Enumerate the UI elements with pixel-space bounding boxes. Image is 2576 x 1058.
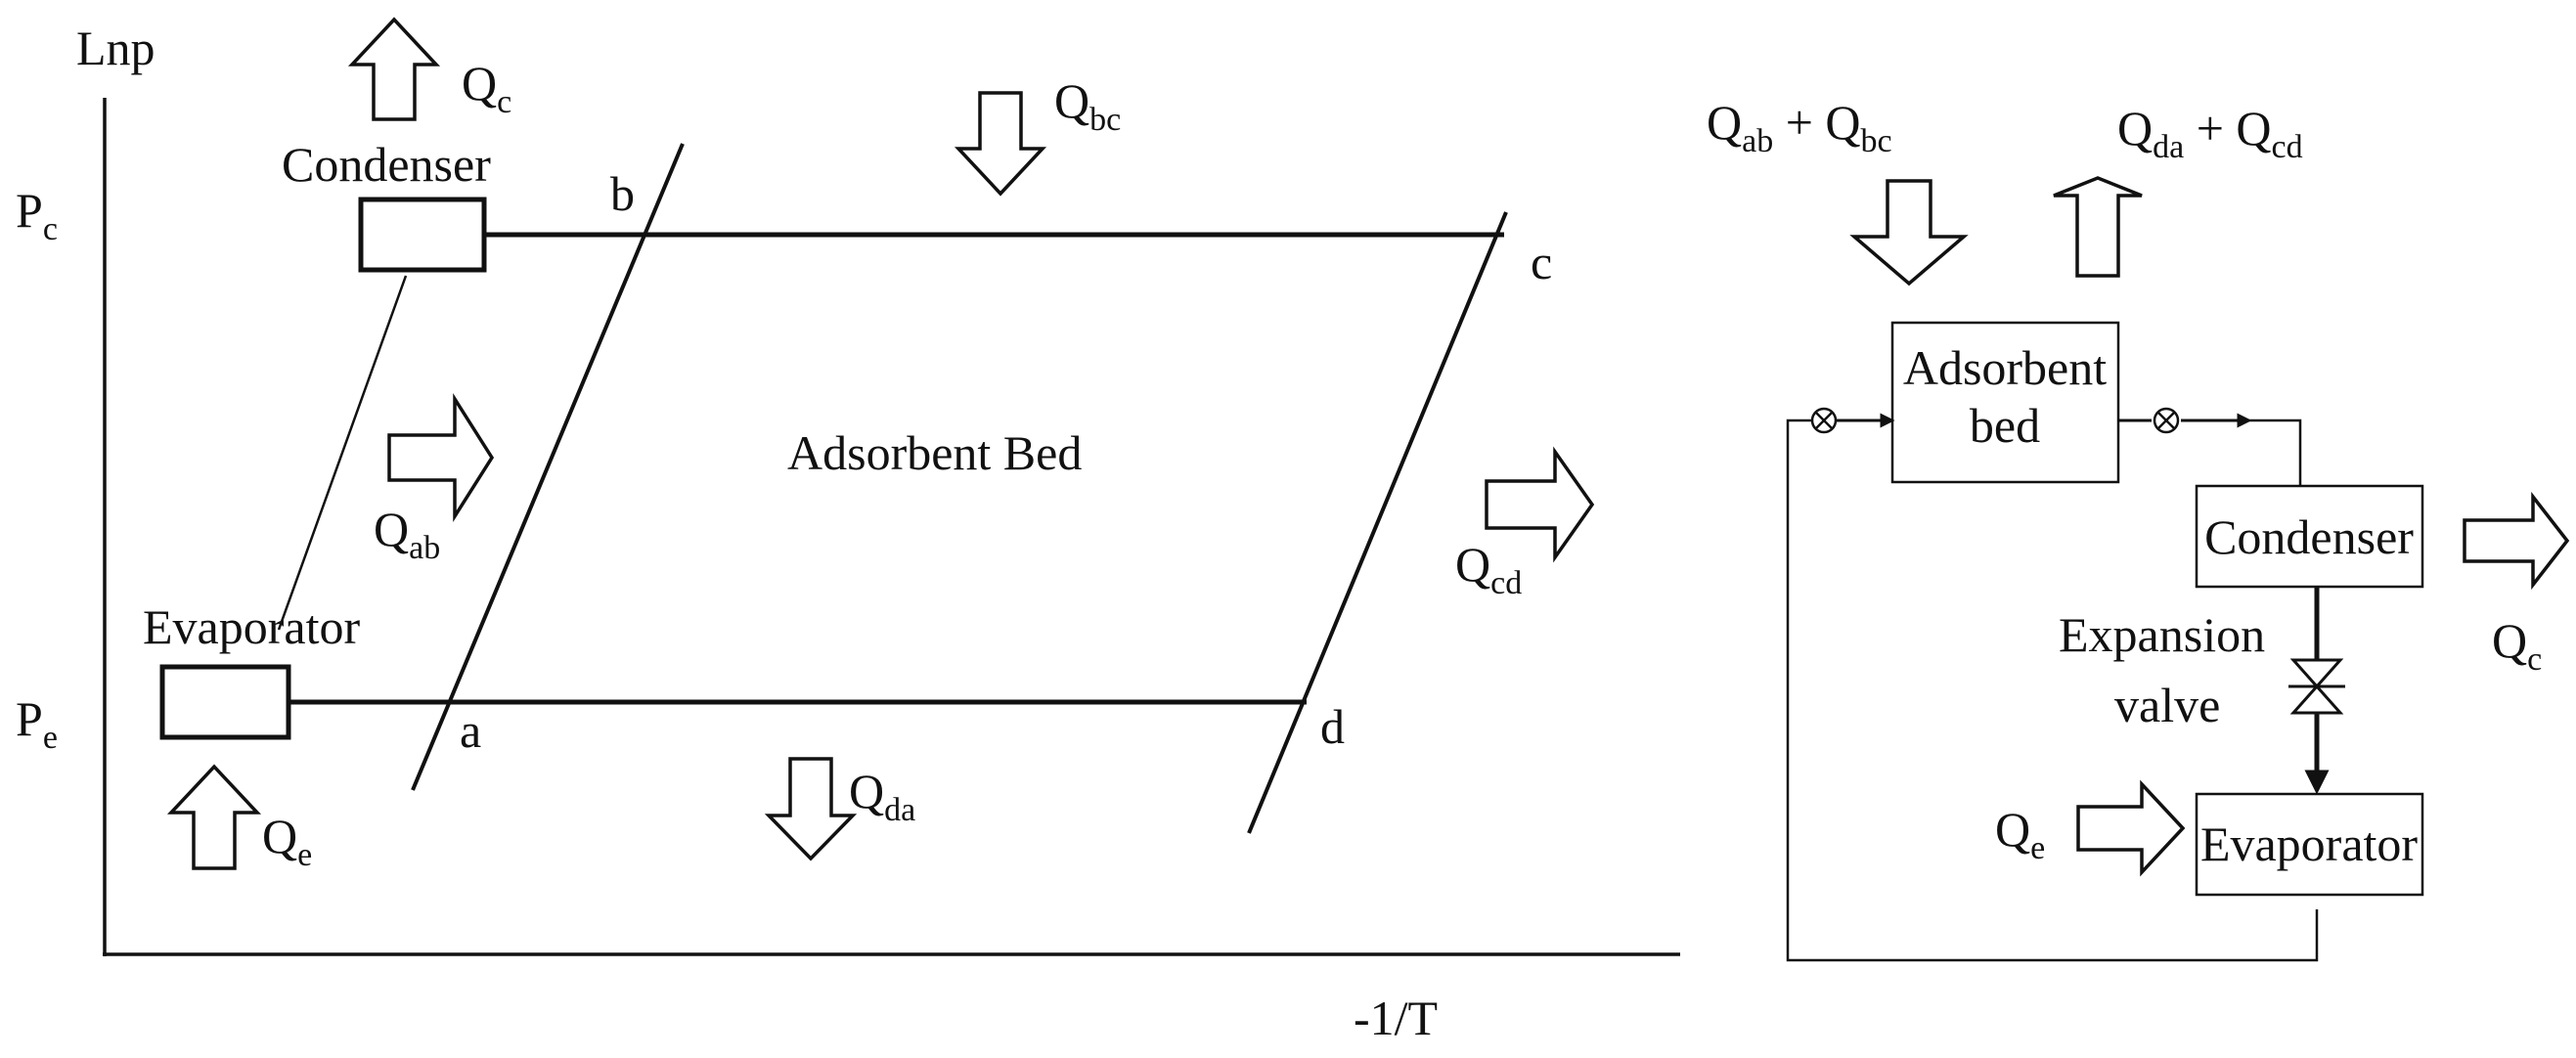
qbc-label: Qbc (1054, 73, 1121, 138)
schematic-evaporator-label: Evaporator (2200, 816, 2418, 871)
check-valve-out-icon (2153, 407, 2180, 434)
pe-label: Pe (16, 691, 58, 756)
pc-label: Pc (16, 183, 58, 247)
point-b: b (610, 166, 635, 221)
heat-arrow-qda-icon (764, 757, 858, 861)
qda-label: Qda (849, 764, 915, 828)
input-heat-label: Qab + Qbc (1707, 95, 1892, 159)
isostere-ab (411, 143, 685, 791)
schematic-condenser-label: Condenser (2204, 509, 2414, 564)
check-valve-in-icon (1810, 407, 1838, 434)
input-heat-arrow-icon (1849, 179, 1969, 287)
heat-arrow-qcd-icon (1485, 446, 1595, 563)
expansion-valve-label-line1: Expansion (2059, 607, 2265, 662)
qc-label: Qc (462, 56, 511, 120)
clapeyron-diagram: Lnp -1/T Pc Pe Condenser Evaporator Adso… (16, 17, 1680, 1045)
evaporator-label: Evaporator (143, 599, 360, 654)
system-schematic: Qab + Qbc Qda + Qcd Adsorbent bed Conden… (1707, 95, 2570, 962)
condenser-label: Condenser (282, 137, 491, 192)
bed-label: Adsorbent Bed (787, 425, 1082, 480)
pipe-to-condenser-b (2244, 419, 2302, 486)
point-d: d (1320, 699, 1345, 754)
qe-label: Qe (262, 809, 312, 873)
point-a: a (460, 703, 481, 758)
point-c: c (1531, 235, 1552, 289)
isostere-cd (1247, 211, 1508, 834)
adsorbent-bed-box (1890, 321, 2120, 484)
schematic-qe-label: Qe (1995, 802, 2045, 866)
adsorbent-bed-label-line1: Adsorbent (1903, 340, 2107, 395)
return-pipe (1786, 419, 2319, 962)
schematic-qc-label: Qc (2492, 613, 2542, 678)
schematic-evaporator-box (2195, 792, 2424, 897)
expansion-valve-label-line2: valve (2114, 678, 2220, 732)
heat-arrow-qe-icon (166, 764, 262, 870)
schematic-qe-arrow-icon (2076, 779, 2186, 877)
evaporator-box (159, 664, 291, 740)
y-axis-label: Lnp (76, 21, 155, 75)
schematic-qc-arrow-icon (2463, 491, 2570, 591)
qab-label: Qab (374, 502, 440, 566)
schematic-condenser-box (2195, 484, 2424, 589)
heat-arrow-qbc-icon (954, 91, 1047, 197)
connector-line (277, 275, 408, 631)
qcd-label: Qcd (1455, 537, 1522, 601)
adsorbent-bed-label-line2: bed (1970, 398, 2040, 453)
output-heat-arrow-icon (2053, 176, 2143, 278)
heat-arrow-qc-icon (347, 17, 441, 121)
expansion-valve-icon (2288, 658, 2345, 715)
output-heat-label: Qda + Qcd (2117, 101, 2303, 165)
heat-arrow-qab-icon (387, 392, 495, 523)
condenser-box (358, 197, 487, 273)
x-axis-label: -1/T (1354, 991, 1438, 1045)
